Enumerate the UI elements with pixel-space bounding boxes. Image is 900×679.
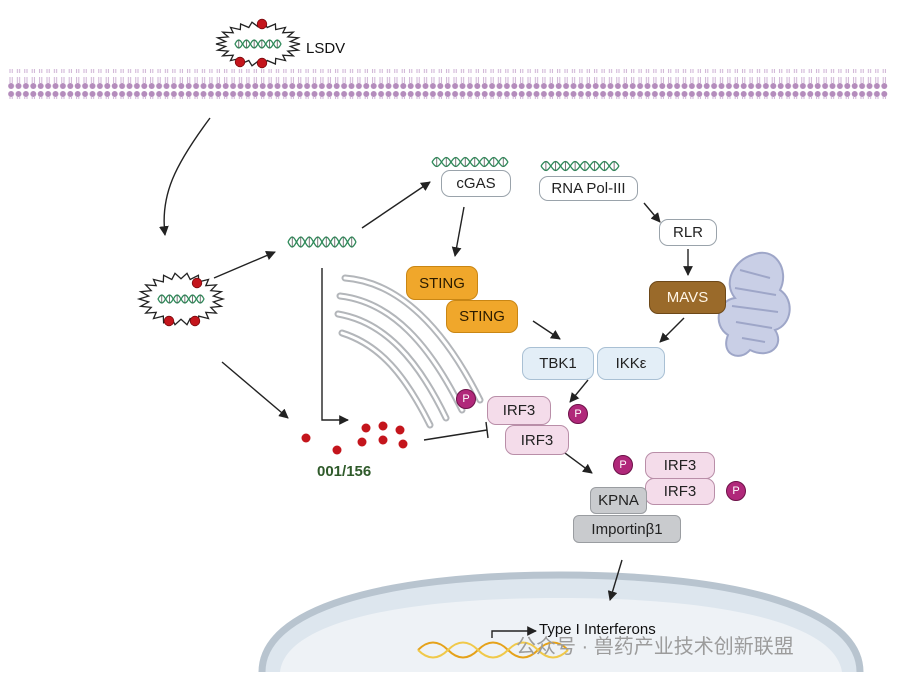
kpna-label: KPNA [598, 492, 639, 509]
importin-label: Importinβ1 [591, 520, 663, 538]
irf3-label-c: IRF3 [663, 457, 697, 474]
cgas-label: cGAS [456, 175, 496, 192]
dna-helix-icon [157, 294, 205, 304]
to-nucleus-protein-arrow [321, 268, 349, 425]
sting-label-1: STING [419, 274, 465, 292]
mavs-node: MAVS [649, 281, 726, 314]
tbk1-node: TBK1 [522, 347, 594, 380]
tbk1-label: TBK1 [539, 355, 577, 372]
watermark-text: 公众号 · 兽药产业技术创新联盟 [516, 636, 794, 658]
import-arrow [607, 559, 623, 601]
viral-protein-dots [301, 421, 408, 455]
inhibition-line [423, 421, 489, 441]
ikke-node: IKKε [597, 347, 665, 380]
rlr-node: RLR [659, 219, 717, 246]
irf3-node-a: IRF3 [487, 396, 551, 425]
rnapol-node: RNA Pol-III [539, 176, 638, 201]
dna-helix-icon [234, 39, 282, 49]
virus-particle-icon [136, 272, 226, 327]
ifn-transcription-arrow [491, 626, 537, 638]
phosphate-icon: P [568, 404, 588, 424]
sting-node-2: STING [446, 300, 518, 333]
rnapol-label: RNA Pol-III [551, 180, 626, 197]
kpna-node: KPNA [590, 487, 647, 514]
irf3-label-d: IRF3 [663, 483, 697, 500]
irf3-label-a: IRF3 [502, 402, 536, 419]
tbk1-to-irf3-arrow [569, 379, 589, 403]
release-arrow [213, 250, 276, 279]
rlr-label: RLR [672, 224, 703, 241]
irf3-dimer-arrow [564, 452, 593, 474]
cell-membrane [8, 69, 888, 99]
dna-helix-icon [431, 156, 509, 168]
irf3-node-b: IRF3 [505, 425, 569, 455]
dna-helix-icon [287, 236, 357, 248]
ifn-gene-dna [417, 641, 569, 659]
ikke-label: IKKε [615, 355, 647, 372]
rnapol-to-rlr-arrow [643, 202, 661, 223]
mavs-to-ikke-arrow [659, 317, 685, 343]
to-protein-arrow [221, 361, 289, 419]
mitochondrion-icon [717, 251, 791, 357]
phosphate-icon: P [456, 389, 476, 409]
ifn-label: Type I Interferons [539, 621, 656, 638]
to-cgas-arrow [361, 181, 431, 229]
entry-arrow [159, 117, 211, 236]
sting-to-tbk1-arrow [532, 320, 561, 340]
irf3-node-d: IRF3 [645, 478, 715, 505]
phosphate-icon: P [726, 481, 746, 501]
irf3-node-c: IRF3 [645, 452, 715, 479]
dna-helix-icon [540, 160, 620, 172]
phosphate-icon: P [613, 455, 633, 475]
cgas-to-sting-arrow [451, 206, 465, 257]
irf3-label-b: IRF3 [520, 431, 554, 449]
mavs-label: MAVS [666, 289, 709, 306]
cgas-node: cGAS [441, 170, 511, 197]
importin-node: Importinβ1 [573, 515, 681, 543]
sting-label-2: STING [459, 308, 505, 325]
sting-node-1: STING [406, 266, 478, 300]
virus-label: LSDV [306, 40, 346, 57]
virus-particle-icon [215, 18, 301, 69]
viral-protein-label: 001/156 [317, 463, 372, 480]
